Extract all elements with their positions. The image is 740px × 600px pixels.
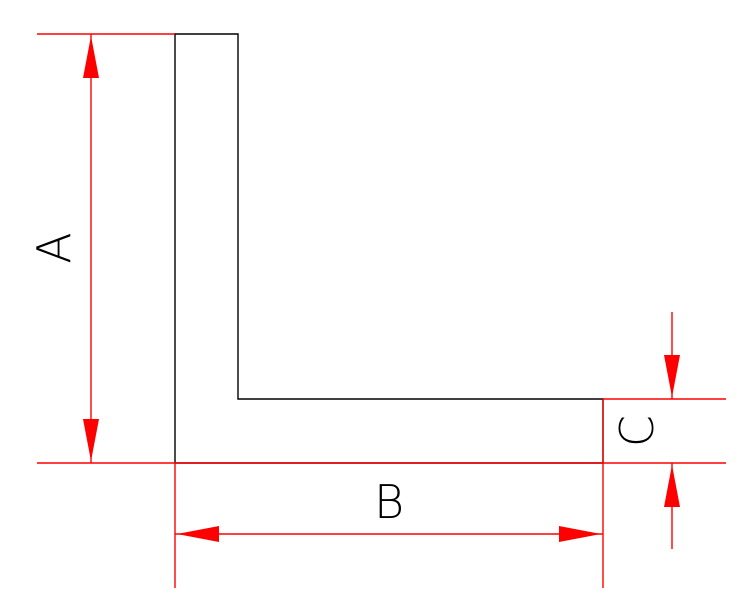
dimension-label-b: B [374, 475, 404, 529]
dimension-b-arrow-left [177, 526, 219, 542]
dimension-label-c: C [610, 415, 664, 447]
dimension-c-arrow-lower [664, 465, 680, 507]
dimension-b-arrow-right [559, 526, 601, 542]
dimension-a-arrow-top [83, 36, 99, 78]
dimension-label-a: A [27, 232, 81, 263]
dimension-c-arrow-upper [664, 355, 680, 397]
angle-profile-outline [174, 33, 604, 464]
dimension-a-arrow-bottom [83, 419, 99, 461]
